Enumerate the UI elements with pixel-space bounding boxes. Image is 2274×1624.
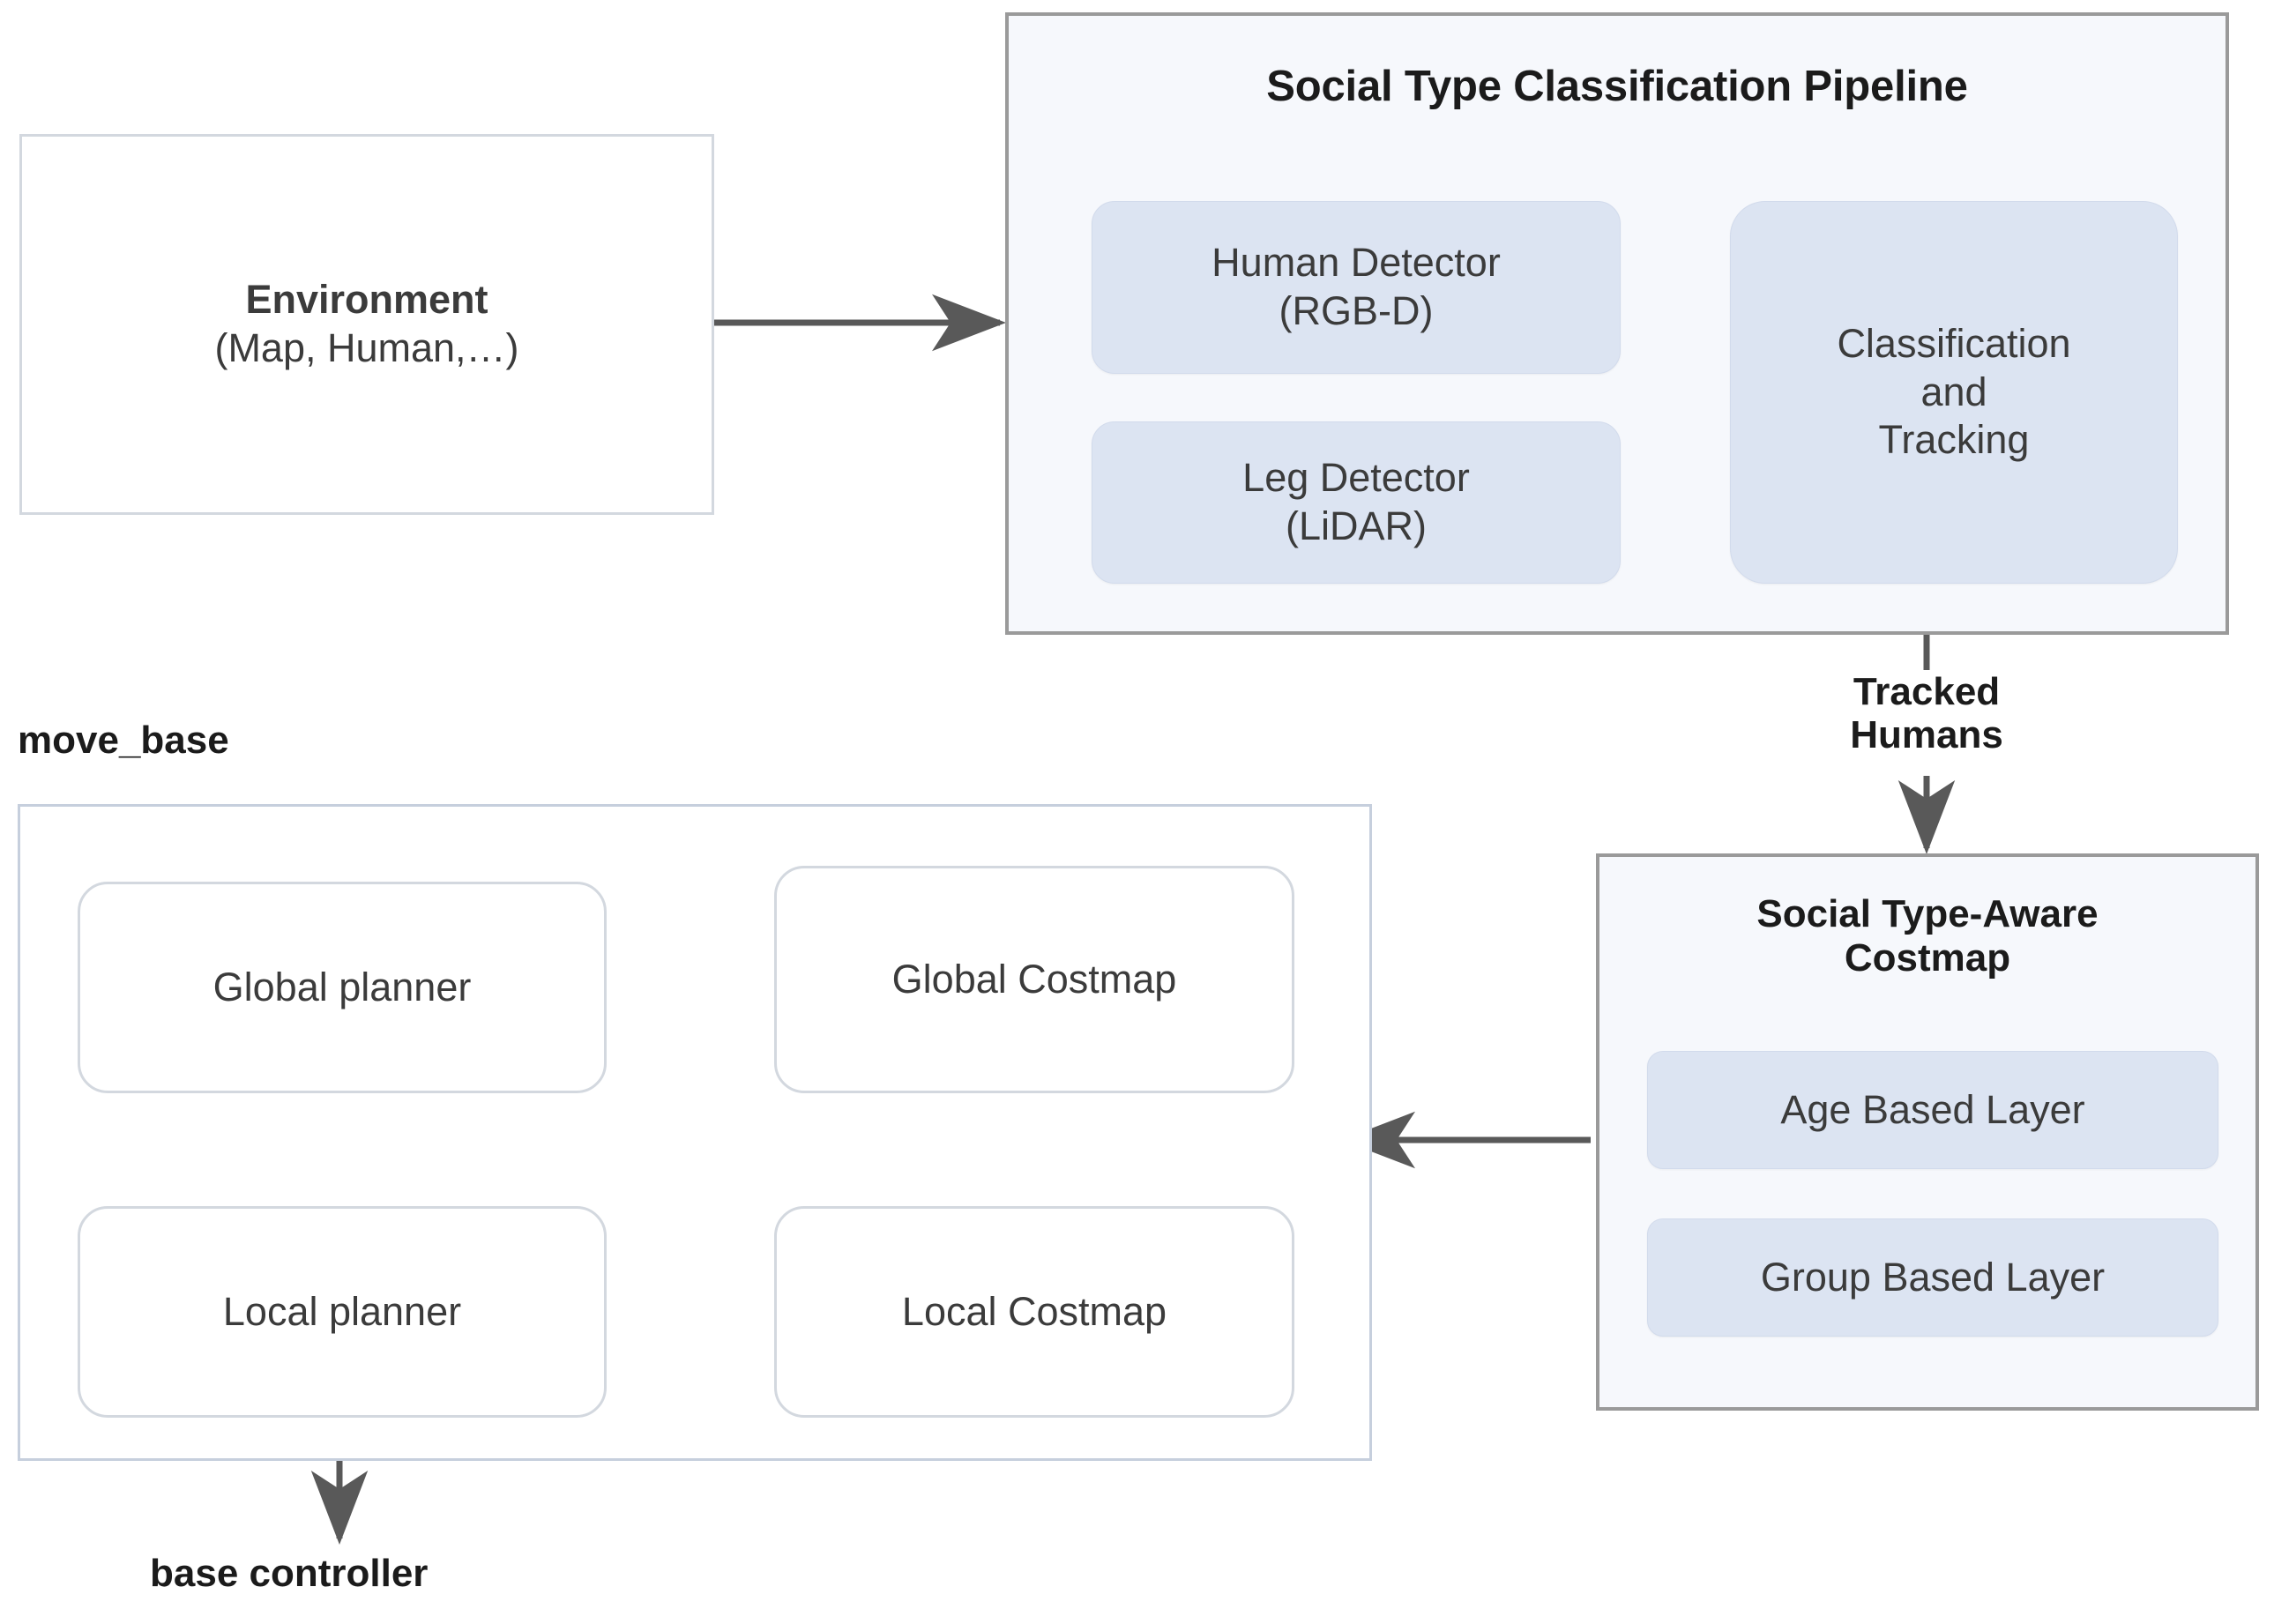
move-base-label: move_base: [18, 719, 229, 762]
costmap-panel-title: Social Type-Aware Costmap: [1596, 892, 2259, 980]
node-leg-detector[interactable]: Leg Detector (LiDAR): [1092, 421, 1621, 584]
node-age-based-layer[interactable]: Age Based Layer: [1647, 1051, 2218, 1169]
classifier-line1: Classification: [1837, 320, 2071, 366]
node-global-planner[interactable]: Global planner: [78, 882, 607, 1093]
node-classification-and-tracking[interactable]: Classification and Tracking: [1730, 201, 2178, 584]
edge-label-tracked-humans: Tracked Humans: [1812, 670, 2041, 757]
human-detector-line2: (RGB-D): [1279, 288, 1434, 333]
global-planner-label: Global planner: [212, 964, 472, 1009]
node-local-costmap[interactable]: Local Costmap: [774, 1206, 1294, 1418]
human-detector-line1: Human Detector: [1212, 240, 1501, 286]
pipeline-title: Social Type Classification Pipeline: [1266, 63, 1968, 110]
node-human-detector[interactable]: Human Detector (RGB-D): [1092, 201, 1621, 374]
node-environment[interactable]: Environment (Map, Human,…): [19, 134, 714, 515]
classifier-line3: Tracking: [1878, 417, 2030, 463]
global-costmap-label: Global Costmap: [891, 956, 1177, 1002]
costmap-title-line1: Social Type-Aware: [1756, 892, 2099, 935]
leg-detector-line2: (LiDAR): [1285, 503, 1427, 548]
base-controller-label: base controller: [150, 1552, 429, 1595]
age-based-layer-label: Age Based Layer: [1780, 1086, 2085, 1132]
group-based-layer-label: Group Based Layer: [1760, 1254, 2106, 1300]
local-planner-label: Local planner: [222, 1288, 462, 1334]
environment-title: Environment: [245, 277, 488, 323]
environment-subtitle: (Map, Human,…): [214, 325, 519, 370]
leg-detector-line1: Leg Detector: [1242, 455, 1470, 501]
local-costmap-label: Local Costmap: [901, 1288, 1167, 1334]
classifier-line2: and: [1920, 369, 1987, 414]
node-local-planner[interactable]: Local planner: [78, 1206, 607, 1418]
tracked-humans-line2: Humans: [1850, 713, 2003, 757]
node-global-costmap[interactable]: Global Costmap: [774, 866, 1294, 1093]
node-group-based-layer[interactable]: Group Based Layer: [1647, 1218, 2218, 1337]
costmap-title-line2: Costmap: [1844, 936, 2011, 980]
tracked-humans-line1: Tracked: [1853, 670, 2001, 713]
